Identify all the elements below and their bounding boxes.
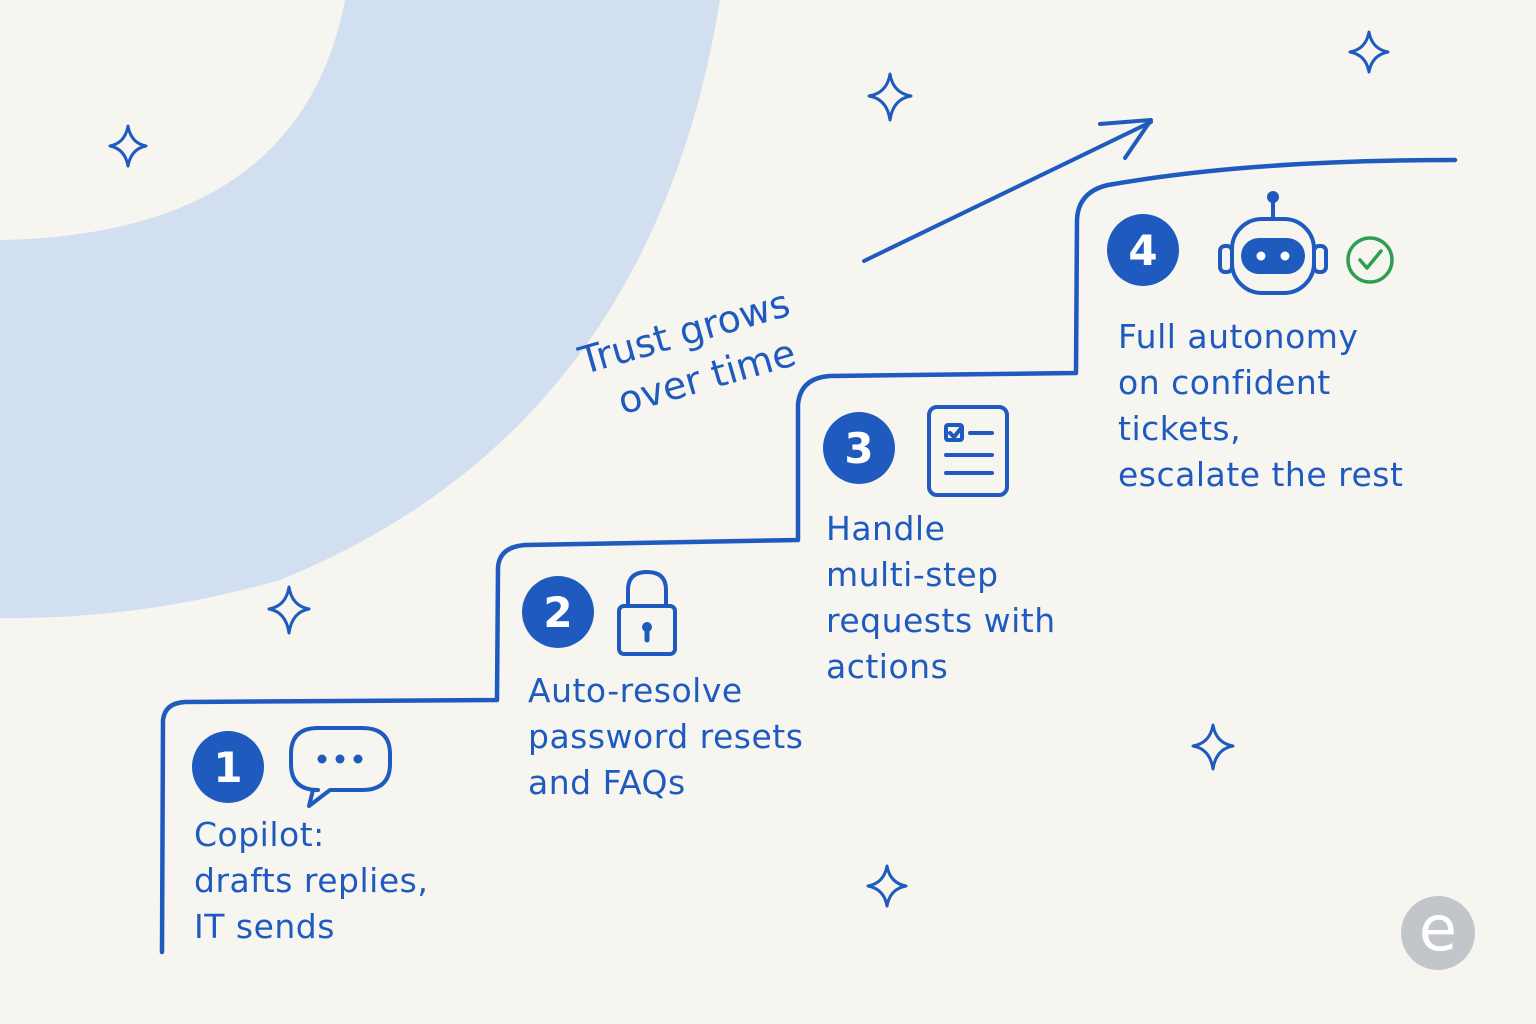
step-4-text: Full autonomy on confident tickets, esca… — [1118, 317, 1404, 494]
step-3-badge: 3 — [823, 412, 895, 484]
sparkle-icon — [866, 864, 908, 908]
robot-icon — [1218, 191, 1328, 295]
padlock-icon — [617, 570, 677, 656]
step-1-text: Copilot: drafts replies, IT sends — [194, 815, 429, 946]
step-2-badge: 2 — [522, 576, 594, 648]
logo-letter: e — [1418, 892, 1458, 965]
sparkle-icon — [867, 72, 913, 122]
sparkle-icon — [267, 585, 311, 635]
brand-logo-icon: e — [1401, 896, 1475, 970]
step-2-number: 2 — [543, 587, 573, 637]
chat-bubble-icon — [289, 726, 392, 808]
sparkle-icon — [1348, 30, 1390, 74]
step-4-badge: 4 — [1107, 214, 1179, 286]
check-circle-icon — [1346, 236, 1394, 284]
sparkle-icon — [1191, 723, 1235, 771]
step-3-number: 3 — [844, 423, 874, 473]
background-arc — [0, 0, 720, 619]
step-4-number: 4 — [1128, 225, 1158, 275]
step-1-badge: 1 — [192, 731, 264, 803]
step-2-text: Auto-resolve password resets and FAQs — [528, 671, 804, 802]
staircase-line — [159, 157, 1458, 955]
sparkle-icon — [108, 124, 148, 168]
step-3-text: Handle multi-step requests with actions — [826, 509, 1056, 686]
growth-arrow — [862, 118, 1153, 263]
step-1-number: 1 — [213, 742, 243, 792]
checklist-icon — [927, 405, 1009, 497]
